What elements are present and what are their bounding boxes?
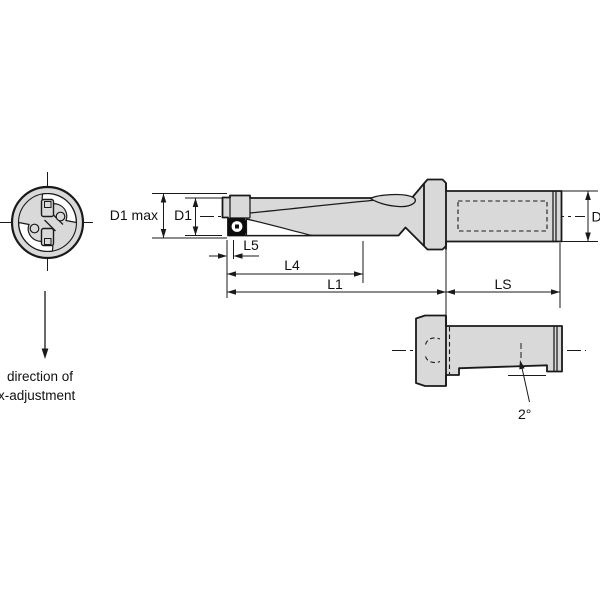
d-label: D <box>592 209 600 225</box>
drill-body-silhouette <box>221 178 563 251</box>
hidden-hole-arc-upper <box>424 337 441 345</box>
l4-label: L4 <box>284 257 300 273</box>
projection-lines <box>445 243 561 315</box>
front-view <box>0 172 93 271</box>
d1-max-label: D1 max <box>110 207 158 223</box>
outer-insert-chipbreaker <box>44 201 52 208</box>
hidden-hole-arc-lower <box>424 356 441 364</box>
dim-l1: L1 <box>227 276 446 295</box>
flute-runout <box>369 193 417 208</box>
l1-label: L1 <box>327 276 343 292</box>
coolant-hole-left <box>29 223 40 234</box>
dim-d1: D1 <box>174 197 222 236</box>
dim-d: D <box>561 190 600 242</box>
insert-screw-socket <box>235 224 239 229</box>
x-adjustment-annotation: direction of x-adjustment <box>0 291 76 403</box>
angle-leader-line <box>520 363 530 403</box>
direction-arrow-head <box>41 348 49 359</box>
angle-annotation: 2° <box>508 343 546 422</box>
inner-insert-front <box>40 227 55 247</box>
coolant-hole-right <box>55 211 66 222</box>
tip-gullet-pocket <box>245 218 313 237</box>
dim-l5: L5 <box>209 237 259 298</box>
shank-detail-view <box>392 314 586 387</box>
d1-label: D1 <box>174 207 192 223</box>
l5-label: L5 <box>243 237 259 253</box>
ls-label: LS <box>494 276 511 292</box>
inner-insert-chipbreaker <box>44 238 52 245</box>
direction-note-line2: x-adjustment <box>0 388 76 403</box>
direction-note-line1: direction of <box>7 369 73 384</box>
dim-d1-max: D1 max <box>110 193 227 239</box>
angle-leader-arrow <box>519 360 525 370</box>
angle-label: 2° <box>518 406 531 422</box>
side-view <box>200 178 585 251</box>
dim-ls: LS <box>446 276 560 295</box>
dim-l4: L4 <box>227 241 364 283</box>
